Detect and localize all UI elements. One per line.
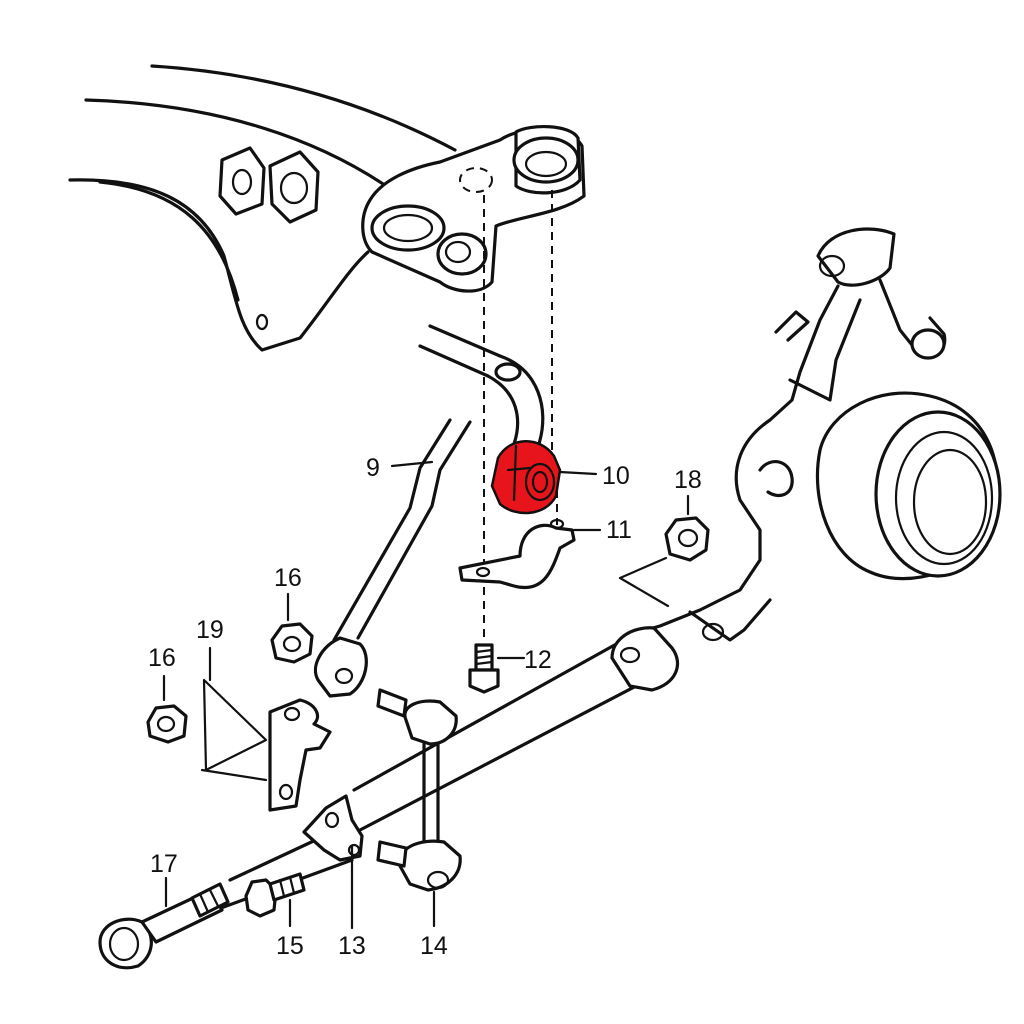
- callout-19: 19: [196, 616, 224, 644]
- nut-18: [664, 516, 710, 562]
- callouts: 9 10 11 12 13 14 15 16 16 17 18 19: [148, 454, 702, 960]
- callout-11: 11: [606, 516, 632, 544]
- bushing-clamp: [458, 518, 576, 590]
- stabilizer-bushing: [490, 440, 562, 515]
- bolt-15: [244, 872, 306, 918]
- callout-16-upper: 16: [274, 564, 302, 592]
- holder-plate: [268, 698, 332, 812]
- bracket-plate: [302, 794, 364, 862]
- bolt-17: [98, 882, 230, 970]
- callout-14: 14: [420, 932, 448, 960]
- callout-18: 18: [674, 466, 702, 494]
- callout-17: 17: [150, 850, 178, 878]
- bolt-12: [468, 643, 500, 694]
- nut-16-upper: [270, 622, 314, 664]
- callout-12: 12: [524, 646, 552, 674]
- callout-16-lower: 16: [148, 644, 176, 672]
- subframe: [68, 64, 457, 352]
- steering-knuckle: [630, 227, 1002, 642]
- leader-lines: [162, 460, 690, 930]
- callout-15: 15: [276, 932, 304, 960]
- stabilizer-bar: [313, 324, 545, 698]
- nut-16-lower: [146, 704, 188, 744]
- mounting-bracket: [361, 125, 586, 293]
- callout-10: 10: [602, 462, 630, 490]
- coupling-link: [376, 688, 462, 892]
- callout-13: 13: [338, 932, 366, 960]
- lower-arm-rod: [208, 626, 680, 914]
- callout-9: 9: [366, 454, 380, 482]
